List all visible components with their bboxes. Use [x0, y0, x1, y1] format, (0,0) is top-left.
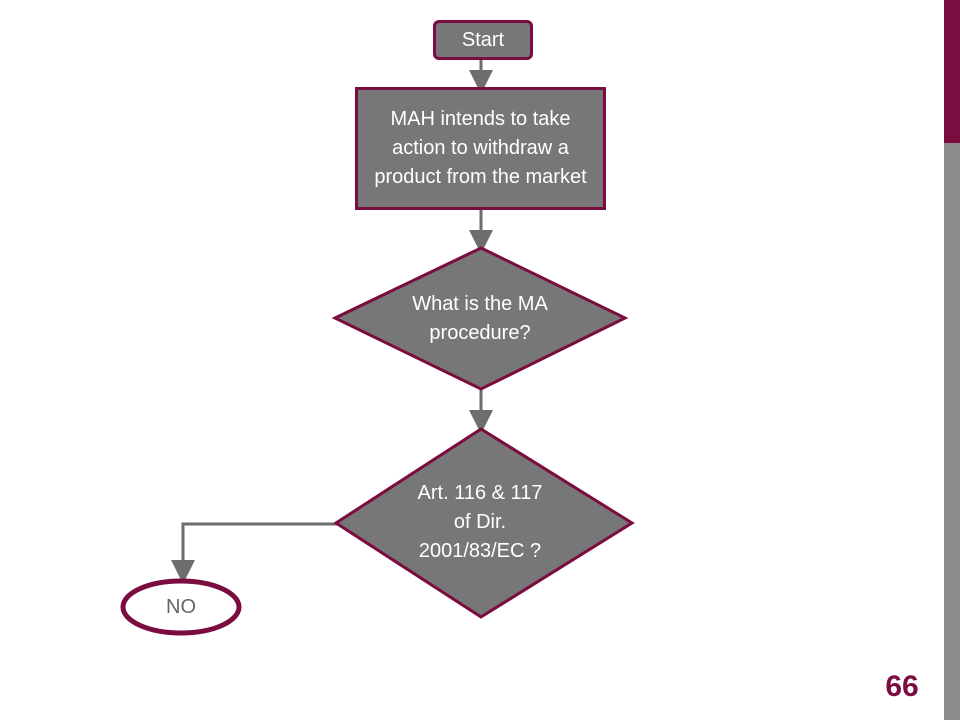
start-node-label: Start	[461, 28, 505, 51]
decision-ma-procedure-shape	[331, 246, 629, 391]
terminal-no-shape	[120, 578, 242, 636]
start-node: Start	[433, 20, 533, 60]
page-number: 66	[885, 670, 919, 703]
decision-art-116-label: Art. 116 & 117 of Dir. 2001/83/EC ?	[417, 481, 543, 562]
side-gray-bar	[944, 143, 960, 720]
process-node: MAH intends to take action to withdraw a…	[355, 87, 606, 210]
decision-ma-procedure-label: What is the MA procedure?	[412, 292, 548, 344]
terminal-no-label: NO	[166, 595, 196, 618]
decision-art-116-shape	[333, 427, 635, 619]
side-accent-bar	[944, 0, 960, 143]
connector-decision2-to-no	[171, 522, 338, 584]
process-node-label: MAH intends to take action to withdraw a…	[374, 108, 587, 188]
